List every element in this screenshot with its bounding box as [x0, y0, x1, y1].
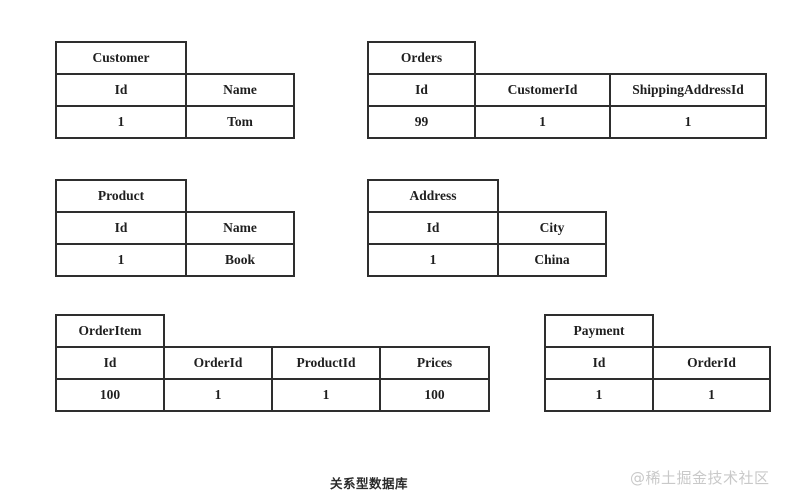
- table-cell: 100: [55, 378, 165, 412]
- diagram-caption: 关系型数据库: [330, 476, 409, 491]
- column-header: City: [497, 211, 607, 245]
- entity-title-row: Orders: [367, 41, 766, 75]
- column-header: Id: [367, 73, 476, 107]
- column-header: Id: [55, 346, 165, 380]
- watermark-label: @稀土掘金技术社区: [630, 469, 770, 487]
- entity-title-spacer: [610, 42, 766, 74]
- column-header: Name: [185, 73, 295, 107]
- entity-title-spacer: [186, 42, 294, 74]
- column-header: Prices: [379, 346, 490, 380]
- entity-title-spacer: [475, 42, 610, 74]
- entity-title: Customer: [55, 41, 187, 75]
- table-cell: 1: [544, 378, 654, 412]
- entity-title-row: Customer: [55, 41, 294, 75]
- column-header: Name: [185, 211, 295, 245]
- entity-title-spacer: [498, 180, 606, 212]
- column-header: Id: [544, 346, 654, 380]
- entity-title: Product: [55, 179, 187, 213]
- entity-title-spacer: [186, 180, 294, 212]
- column-header: CustomerId: [474, 73, 611, 107]
- entity-title-row: Address: [367, 179, 606, 213]
- table-cell: 1: [55, 243, 187, 277]
- table-cell: 1: [55, 105, 187, 139]
- table-cell: 1: [474, 105, 611, 139]
- entity-title-spacer: [653, 315, 770, 347]
- entity-title: Payment: [544, 314, 654, 348]
- entity-title: Address: [367, 179, 499, 213]
- table-cell: 99: [367, 105, 476, 139]
- entity-title: Orders: [367, 41, 476, 75]
- entity-title-spacer: [164, 315, 272, 347]
- table-cell: 1: [367, 243, 499, 277]
- table-cell: 1: [652, 378, 771, 412]
- column-header: Id: [367, 211, 499, 245]
- entity-title: OrderItem: [55, 314, 165, 348]
- column-header: OrderId: [163, 346, 273, 380]
- entity-title-row: OrderItem: [55, 314, 489, 348]
- column-header: ProductId: [271, 346, 381, 380]
- table-cell: 1: [271, 378, 381, 412]
- entity-title-row: Payment: [544, 314, 770, 348]
- table-cell: 100: [379, 378, 490, 412]
- table-cell: 1: [609, 105, 767, 139]
- table-cell: Book: [185, 243, 295, 277]
- column-header: Id: [55, 73, 187, 107]
- table-cell: Tom: [185, 105, 295, 139]
- column-header: Id: [55, 211, 187, 245]
- entity-title-spacer: [380, 315, 489, 347]
- table-cell: 1: [163, 378, 273, 412]
- column-header: ShippingAddressId: [609, 73, 767, 107]
- entity-title-row: Product: [55, 179, 294, 213]
- entity-title-spacer: [272, 315, 380, 347]
- column-header: OrderId: [652, 346, 771, 380]
- table-cell: China: [497, 243, 607, 277]
